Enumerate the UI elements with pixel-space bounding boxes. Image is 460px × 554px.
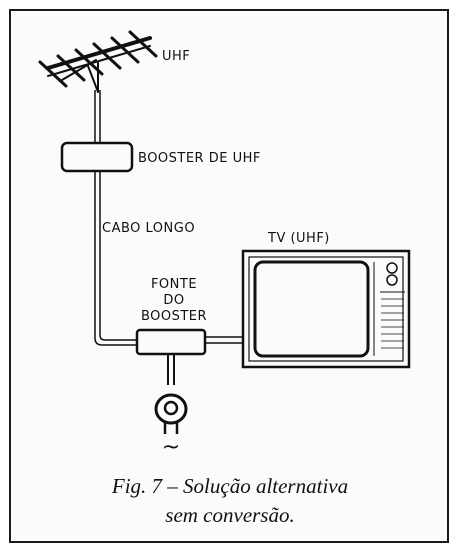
figure-caption-line-1: Fig. 7 – Solução alternativa [111,474,349,498]
tv-cable [205,336,243,344]
uhf-antenna-icon [38,30,158,93]
tv-label: TV (UHF) [267,231,330,246]
antenna-mast [94,90,101,143]
uhf-booster-box [60,141,134,173]
cable-label: CABO LONGO [102,221,195,236]
tv-set-icon [241,249,411,369]
figure-frame [9,9,449,543]
booster-label: BOOSTER DE UHF [138,151,261,166]
figure-caption-line-2: sem conversão. [165,503,295,527]
ac-symbol: ~ [162,435,180,460]
booster-power-supply-box [135,328,207,356]
power-supply-label-1: FONTE [151,277,197,292]
uhf-label: UHF [162,49,190,64]
power-supply-label-2: DO [163,293,184,308]
power-plug-icon [154,354,188,434]
long-cable [94,171,138,346]
power-supply-label-3: BOOSTER [141,309,207,324]
